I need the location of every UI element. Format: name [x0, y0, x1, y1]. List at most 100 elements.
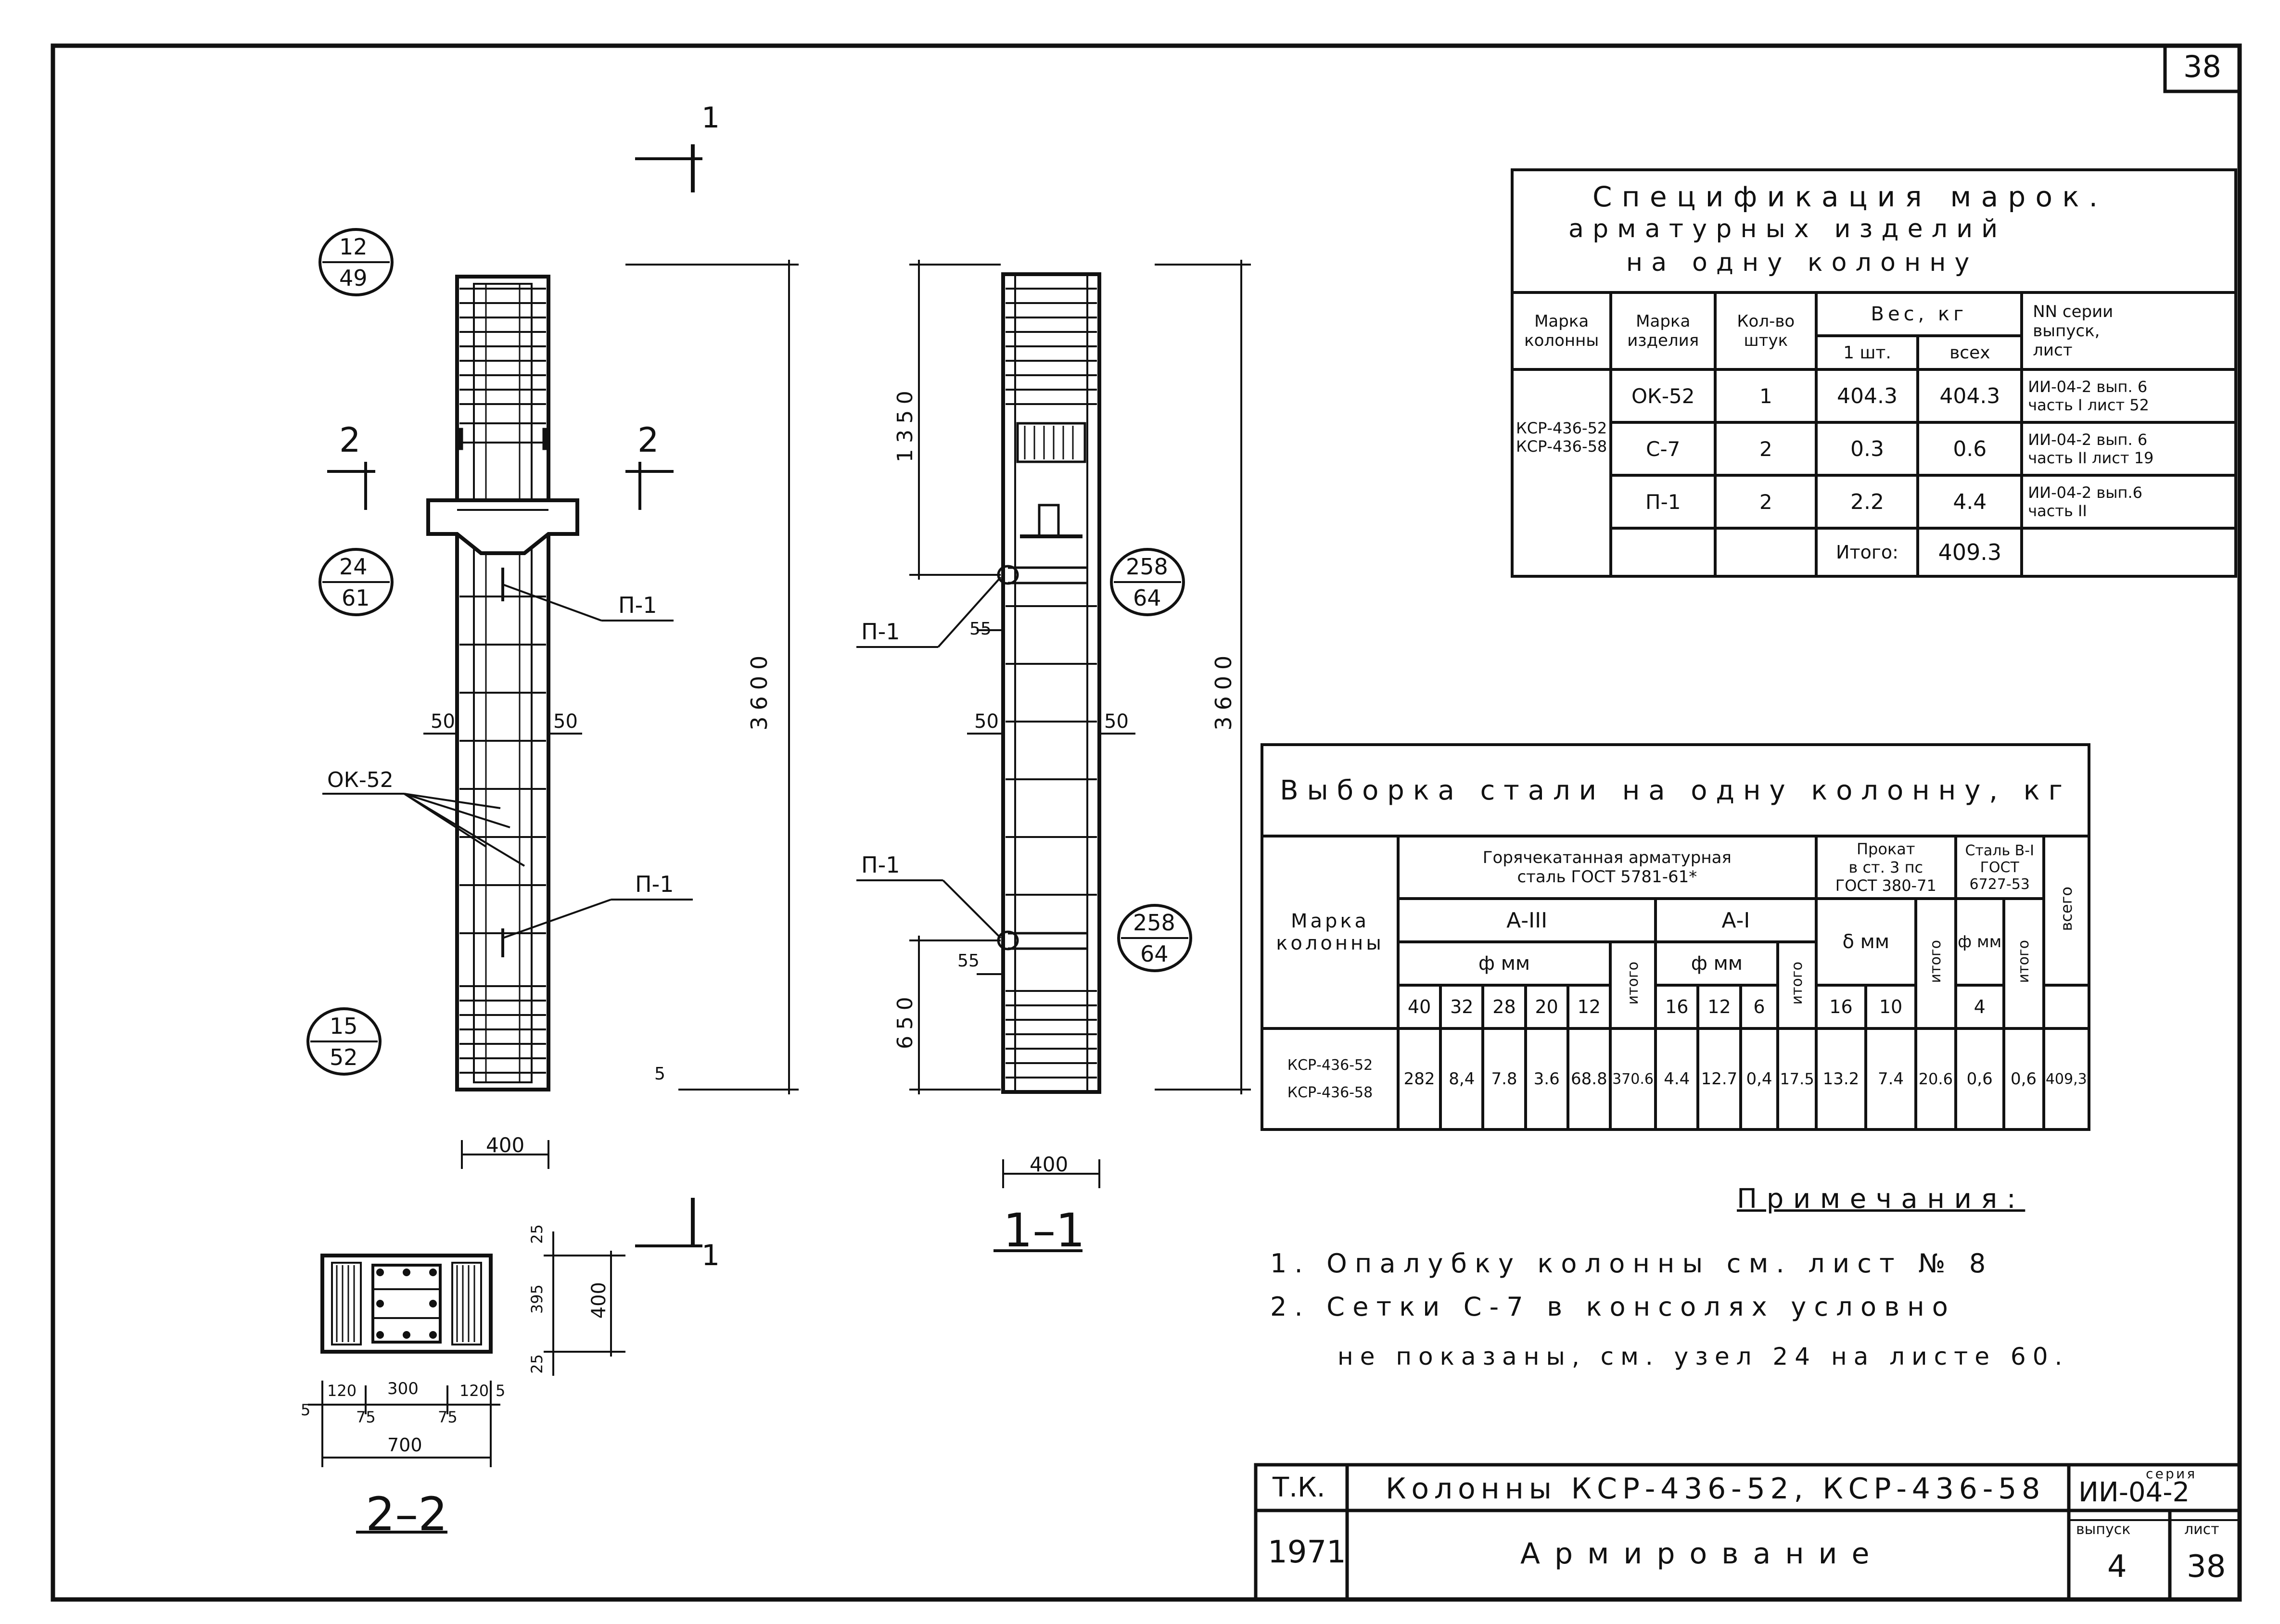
steel-value: 20.6: [1914, 1027, 1957, 1131]
titleblock-sheet-label: лист: [2184, 1521, 2219, 1538]
steel-group-line: в ст. 3 пс: [1848, 858, 1923, 876]
circle-label-bottom: 64: [1133, 585, 1161, 611]
dim-25: 25: [528, 1354, 546, 1376]
steel-thickness: 10: [1864, 984, 1917, 1030]
dim-3600-text: 3600: [1210, 649, 1236, 731]
spec-header-line: Марка: [1636, 312, 1691, 331]
steel-group-wire: Сталь В-I ГОСТ 6727-53: [1954, 835, 2045, 900]
dim-120: 120: [459, 1382, 489, 1400]
steel-itogo: итого: [1776, 940, 1818, 1030]
label-p1: П-1: [635, 871, 674, 897]
circle-label-bottom: 64: [1140, 941, 1169, 967]
elevation-front: [426, 275, 579, 1091]
steel-mark-header: Марка колонны: [1260, 835, 1400, 1030]
steel-value: 4.4: [1654, 1027, 1700, 1131]
steel-mark-header-line: Марка: [1290, 910, 1370, 932]
spec-header-column-mark: Марка колонны: [1510, 291, 1613, 371]
spec-w1: 2.2: [1815, 474, 1920, 530]
spec-item: ОК-52: [1609, 368, 1717, 424]
circle-label-top: 24: [339, 554, 368, 580]
circle-label-top: 258: [1133, 910, 1175, 936]
titleblock-series: ИИ-04-2: [2078, 1477, 2190, 1508]
circle-label-top: 15: [330, 1013, 358, 1039]
spec-header-weight: Вес, кг: [1815, 291, 2024, 337]
label-p1: П-1: [618, 592, 657, 618]
steel-class-a3: А-III: [1397, 897, 1657, 943]
spec-empty-cell: [2020, 527, 2237, 578]
dim-650-text: 650: [893, 991, 917, 1049]
steel-itogo: итого: [1608, 940, 1657, 1030]
dim-300: 300: [387, 1379, 419, 1398]
titleblock-title: Колонны КСР-436-52, КСР-436-58: [1386, 1472, 2046, 1506]
section-2-2: [320, 1254, 493, 1354]
dim-400: 400: [588, 1282, 610, 1322]
steel-value: 12.7: [1696, 1027, 1742, 1131]
dim-50: 50: [974, 710, 999, 733]
steel-itogo-text: итого: [1788, 962, 1806, 1005]
circle-label-bottom: 49: [339, 265, 368, 291]
steel-group-line: сталь ГОСТ 5781-61*: [1517, 867, 1697, 887]
spec-column-marks: КСР-436-52 КСР-436-58: [1510, 368, 1613, 578]
section-1-1-dimensions: [856, 260, 1251, 1252]
spec-w1: 0.3: [1815, 421, 1920, 477]
steel-value: 7.4: [1864, 1027, 1917, 1131]
steel-diam-label: ф мм: [1654, 940, 1780, 987]
dim-120: 120: [327, 1382, 357, 1400]
spec-header-qty: Кол-во штук: [1714, 291, 1818, 371]
note-item: 1. Опалубку колонны см. лист № 8: [1270, 1248, 1994, 1279]
steel-marks: КСР-436-52 КСР-436-58: [1260, 1027, 1400, 1131]
note-item: не показаны, см. узел 24 на листе 60.: [1337, 1343, 2069, 1370]
dim-55: 55: [969, 619, 992, 639]
steel-itogo: итого: [2002, 897, 2045, 1030]
spec-ref: ИИ-04-2 вып. 6 часть I лист 52: [2020, 368, 2237, 424]
spec-total-value: 409.3: [1916, 527, 2024, 578]
titleblock-subtitle: Армирование: [1520, 1537, 1884, 1571]
titleblock-sheet: 38: [2187, 1549, 2226, 1585]
spec-header-line: лист: [2033, 341, 2073, 360]
steel-title: Выборка стали на одну колонну, кг: [1261, 743, 2090, 837]
dim-400: 400: [486, 1133, 525, 1157]
dim-395-text: 395: [528, 1284, 546, 1314]
spec-header-line: штук: [1744, 331, 1788, 350]
note-item: 2. Сетки С-7 в консолях условно: [1270, 1292, 1956, 1322]
titleblock-issue: 4: [2107, 1549, 2127, 1585]
dim-25: 25: [528, 1224, 546, 1246]
steel-mark: КСР-436-52: [1287, 1057, 1373, 1074]
spec-w1: 404.3: [1815, 368, 1920, 424]
steel-value: 409,3: [2042, 1027, 2091, 1131]
steel-diameter: 4: [1954, 984, 2005, 1030]
spec-ref: ИИ-04-2 вып. 6 часть II лист 19: [2020, 421, 2237, 477]
dim-5: 5: [496, 1382, 506, 1400]
spec-header-line: колонны: [1524, 331, 1599, 350]
steel-group-line: Сталь В-I: [1965, 842, 2034, 859]
spec-ref-line: ИИ-04-2 вып. 6: [2028, 431, 2148, 449]
steel-group-line: 6727-53: [1969, 875, 2030, 893]
dim-50: 50: [1104, 710, 1129, 733]
steel-itogo-text: итого: [1927, 940, 1944, 983]
cut-label-1: 1: [701, 101, 720, 135]
notes-title: Примечания:: [1737, 1183, 2025, 1215]
spec-column-mark: КСР-436-58: [1516, 437, 1607, 456]
titleblock-tk: Т.К.: [1273, 1472, 1325, 1503]
circle-label-top: 12: [339, 234, 368, 260]
left-dimensions: [322, 144, 799, 1247]
steel-group-line: Прокат: [1856, 840, 1915, 858]
steel-group-line: ГОСТ 380-71: [1835, 876, 1936, 895]
section-label-2-2: 2–2: [366, 1487, 448, 1541]
dim-3600: 3600: [746, 649, 772, 734]
steel-vsego-text: всего: [2057, 886, 2076, 931]
steel-value: 68.8: [1566, 1027, 1612, 1131]
dim-1350-text: 1350: [893, 385, 917, 463]
spec-header-w1: 1 шт.: [1815, 334, 1920, 371]
spec-header-series: NN серии выпуск, лист: [2020, 291, 2237, 371]
spec-header-line: Кол-во: [1737, 312, 1795, 331]
corner-sheet-box: [2163, 46, 2240, 93]
spec-header-line: выпуск,: [2033, 321, 2100, 341]
spec-header-wall: всех: [1916, 334, 2024, 371]
dim-1350: 1350: [893, 385, 917, 466]
dim-400: 400: [1030, 1153, 1069, 1176]
steel-diameter: 20: [1524, 984, 1569, 1030]
corner-sheet-number: 38: [2183, 49, 2221, 84]
steel-diameter: 40: [1397, 984, 1442, 1030]
dim-650: 650: [893, 991, 917, 1053]
